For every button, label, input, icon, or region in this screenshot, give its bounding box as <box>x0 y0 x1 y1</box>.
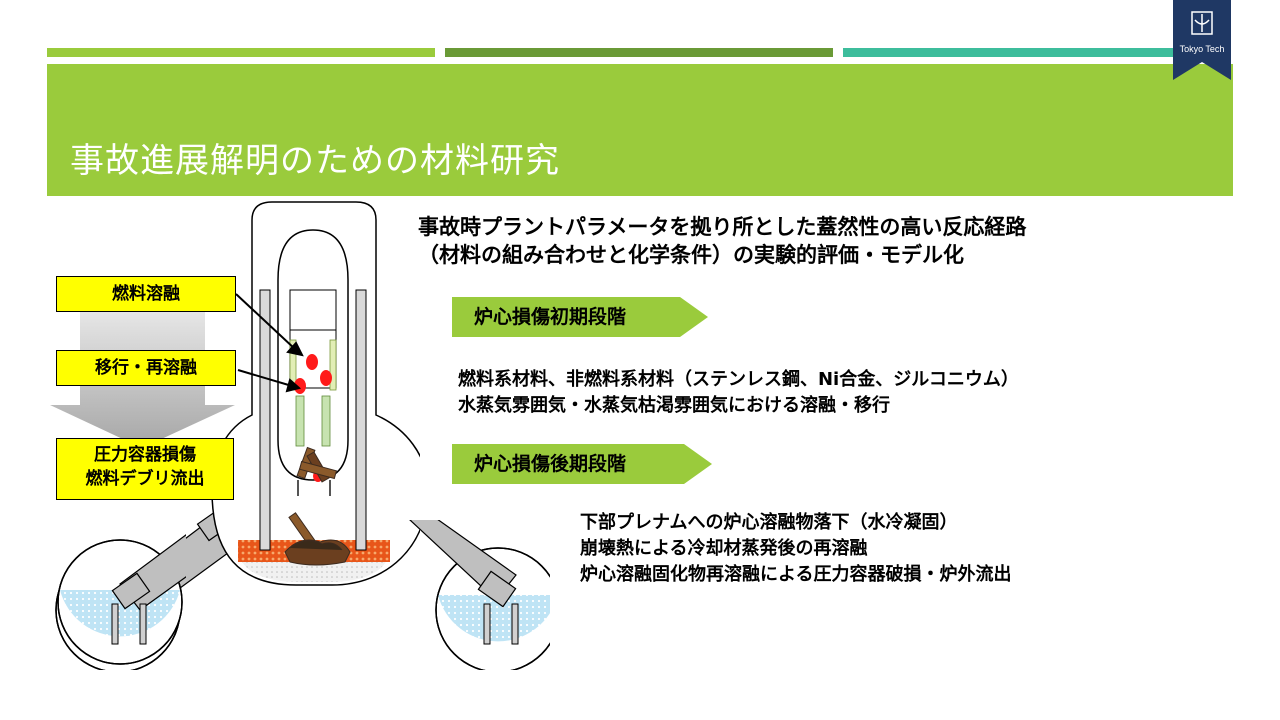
stage-early-line-2: 水蒸気雰囲気・水蒸気枯渇雰囲気における溶融・移行 <box>458 395 890 416</box>
label-vessel-failure-line-2: 燃料デブリ流出 <box>85 469 205 489</box>
stage-chevron-icon <box>452 444 712 484</box>
stage-early-label: 炉心損傷初期段階 <box>474 306 627 328</box>
stage-early-line-1: 燃料系材料、非燃料系材料（ステンレス鋼、Ni合金、ジルコニウム） <box>458 369 1019 390</box>
core-debris <box>284 446 351 566</box>
stage-chevron-icon <box>452 297 708 337</box>
pointer-arrow-icon <box>235 293 304 393</box>
headline-line-1: 事故時プラントパラメータを拠り所とした蓋然性の高い反応経路 <box>418 215 1027 239</box>
stage-late-line-2: 崩壊熱による冷却材蒸発後の再溶融 <box>580 538 868 559</box>
label-relocation: 移行・再溶融 <box>56 350 236 386</box>
headline: 事故時プラントパラメータを拠り所とした蓋然性の高い反応経路 （材料の組み合わせと… <box>418 213 1026 269</box>
stage-late-label: 炉心損傷後期段階 <box>474 453 627 475</box>
label-fuel-melt: 燃料溶融 <box>56 276 236 312</box>
stage-early-text: 燃料系材料、非燃料系材料（ステンレス鋼、Ni合金、ジルコニウム） 水蒸気雰囲気・… <box>458 367 1019 419</box>
tokyo-tech-logo: Tokyo Tech <box>1173 0 1231 80</box>
label-vessel-failure-line-1: 圧力容器損傷 <box>94 445 196 465</box>
stage-late-text: 下部プレナムへの炉心溶融物落下（水冷凝固） 崩壊熱による冷却材蒸発後の再溶融 炉… <box>580 510 1011 588</box>
stage-late: 炉心損傷後期段階 <box>452 444 712 484</box>
tokyo-tech-logo-icon <box>1173 0 1231 80</box>
slide-title: 事故進展解明のための材料研究 <box>70 141 560 181</box>
top-bar-dark <box>445 48 833 57</box>
stage-early: 炉心損傷初期段階 <box>452 297 708 337</box>
logo-text: Tokyo Tech <box>1179 44 1225 54</box>
label-vessel-failure: 圧力容器損傷 燃料デブリ流出 <box>56 438 234 500</box>
top-bar-light <box>47 48 435 57</box>
stage-late-line-3: 炉心溶融固化物再溶融による圧力容器破損・炉外流出 <box>580 564 1012 585</box>
stage-late-line-1: 下部プレナムへの炉心溶融物落下（水冷凝固） <box>580 512 958 533</box>
right-pool-detail <box>409 520 550 670</box>
title-banner <box>47 64 1233 196</box>
left-pool-detail <box>57 534 186 665</box>
top-bar-teal <box>843 48 1173 57</box>
headline-line-2: （材料の組み合わせと化学条件）の実験的評価・モデル化 <box>418 243 964 267</box>
